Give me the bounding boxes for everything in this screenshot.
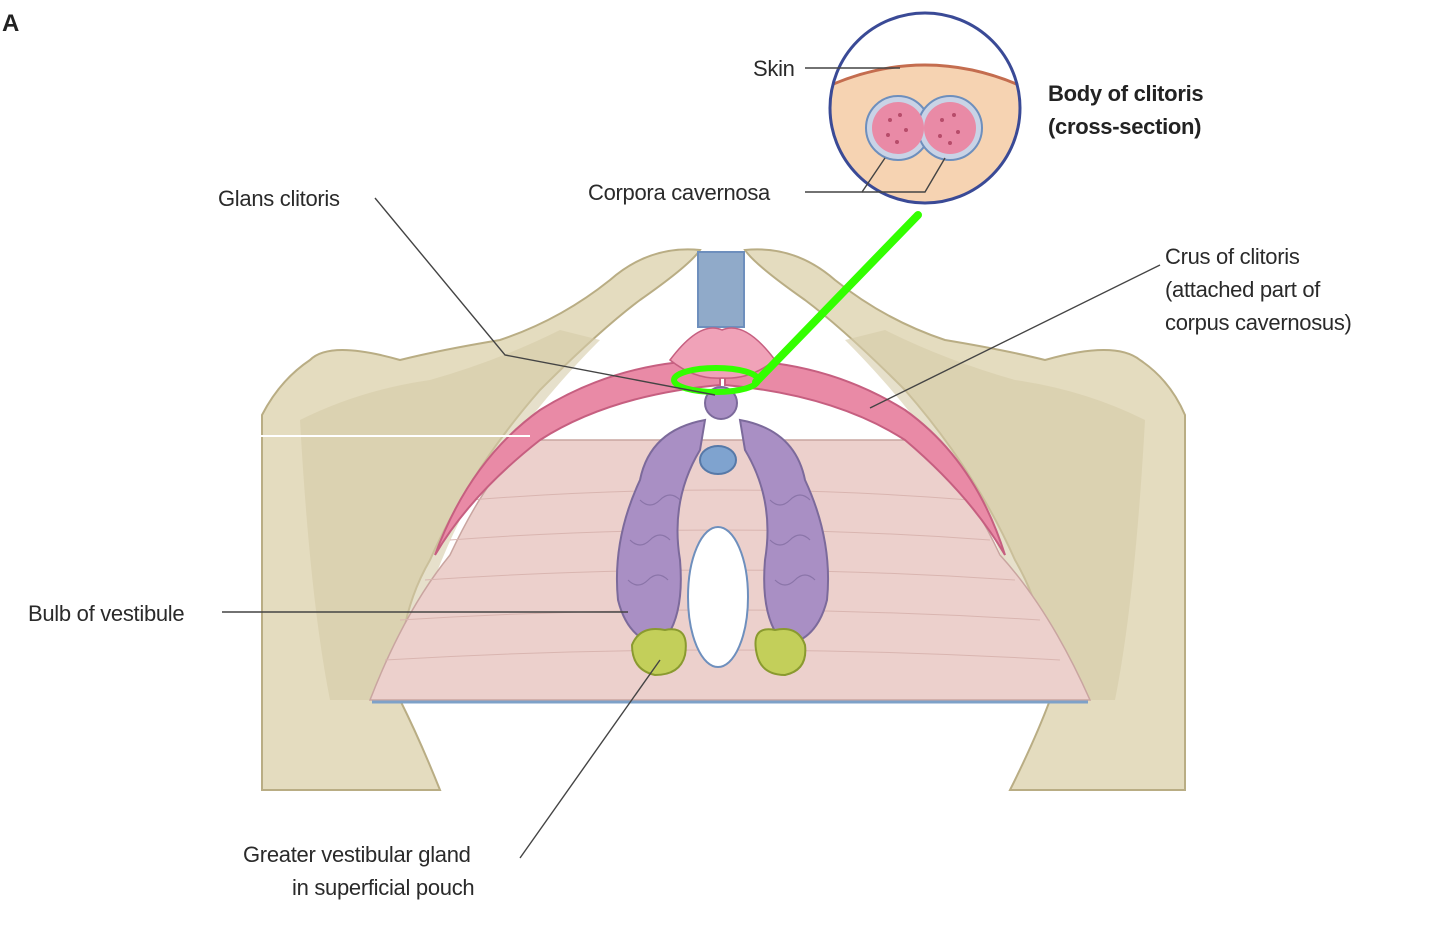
label-glans-clitoris: Glans clitoris [218,186,340,211]
label-gland-1: Greater vestibular gland [243,842,471,867]
label-body-of-clitoris-2: (cross-section) [1048,114,1202,139]
label-skin: Skin [753,56,795,81]
label-crus-1: Crus of clitoris [1165,244,1300,269]
left-vestibular-gland [630,628,687,677]
label-body-of-clitoris-1: Body of clitoris [1048,81,1204,106]
highlight-connector [752,211,922,386]
bulb-texture [627,494,816,586]
left-crus [434,358,721,556]
cross-section-inner [831,63,1019,202]
label-bulb-of-vestibule: Bulb of vestibule [28,601,185,626]
leader-lines [222,67,1161,859]
right-bulb [738,418,830,647]
label-corpora-cavernosa: Corpora cavernosa [588,180,770,205]
urethral-opening [699,445,737,475]
panel-letter: A [2,10,20,37]
left-bulb [615,418,707,647]
pubic-symphysis [697,251,745,328]
label-gland-2: in superficial pouch [292,875,475,900]
vaginal-opening [687,526,749,668]
label-crus-3: corpus cavernosus) [1165,310,1352,335]
cross-section-circle-border [828,11,1022,205]
right-vestibular-gland [754,628,807,677]
label-crus-2: (attached part of [1165,277,1321,302]
